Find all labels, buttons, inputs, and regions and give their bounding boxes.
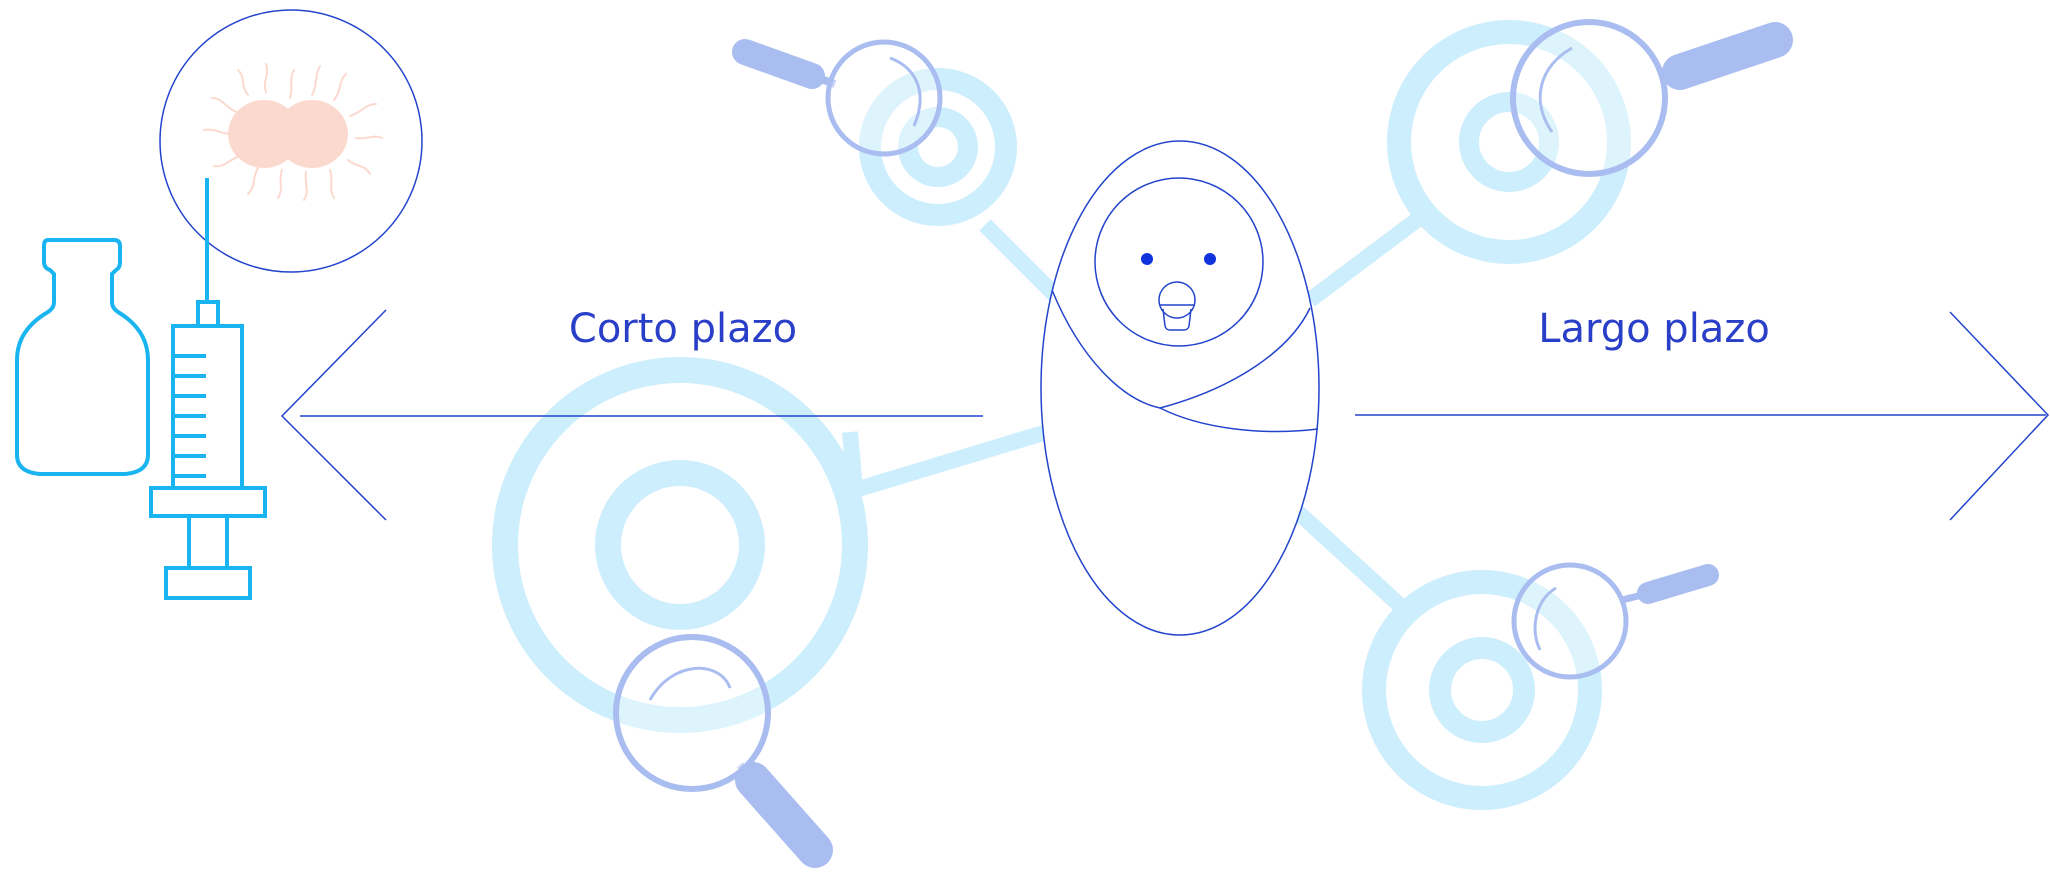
baby-eye-right <box>1204 253 1216 265</box>
baby-eye-left <box>1141 253 1153 265</box>
magnifying-glass-icon <box>1513 22 1665 174</box>
bacteria-icon <box>160 10 422 272</box>
magnifying-glass-icon <box>1514 565 1626 677</box>
magnifying-glass-icon <box>616 637 768 789</box>
label-long-term: Largo plazo <box>1538 306 1770 352</box>
label-short-term: Corto plazo <box>569 306 797 352</box>
magnifier-top-left <box>745 42 940 154</box>
magnifying-glass-icon <box>828 42 940 154</box>
magnifier-bottom-right <box>1514 565 1708 677</box>
baby-icon <box>1041 141 1319 635</box>
vial-icon <box>17 240 148 474</box>
magnifier-top-right <box>1513 22 1775 174</box>
